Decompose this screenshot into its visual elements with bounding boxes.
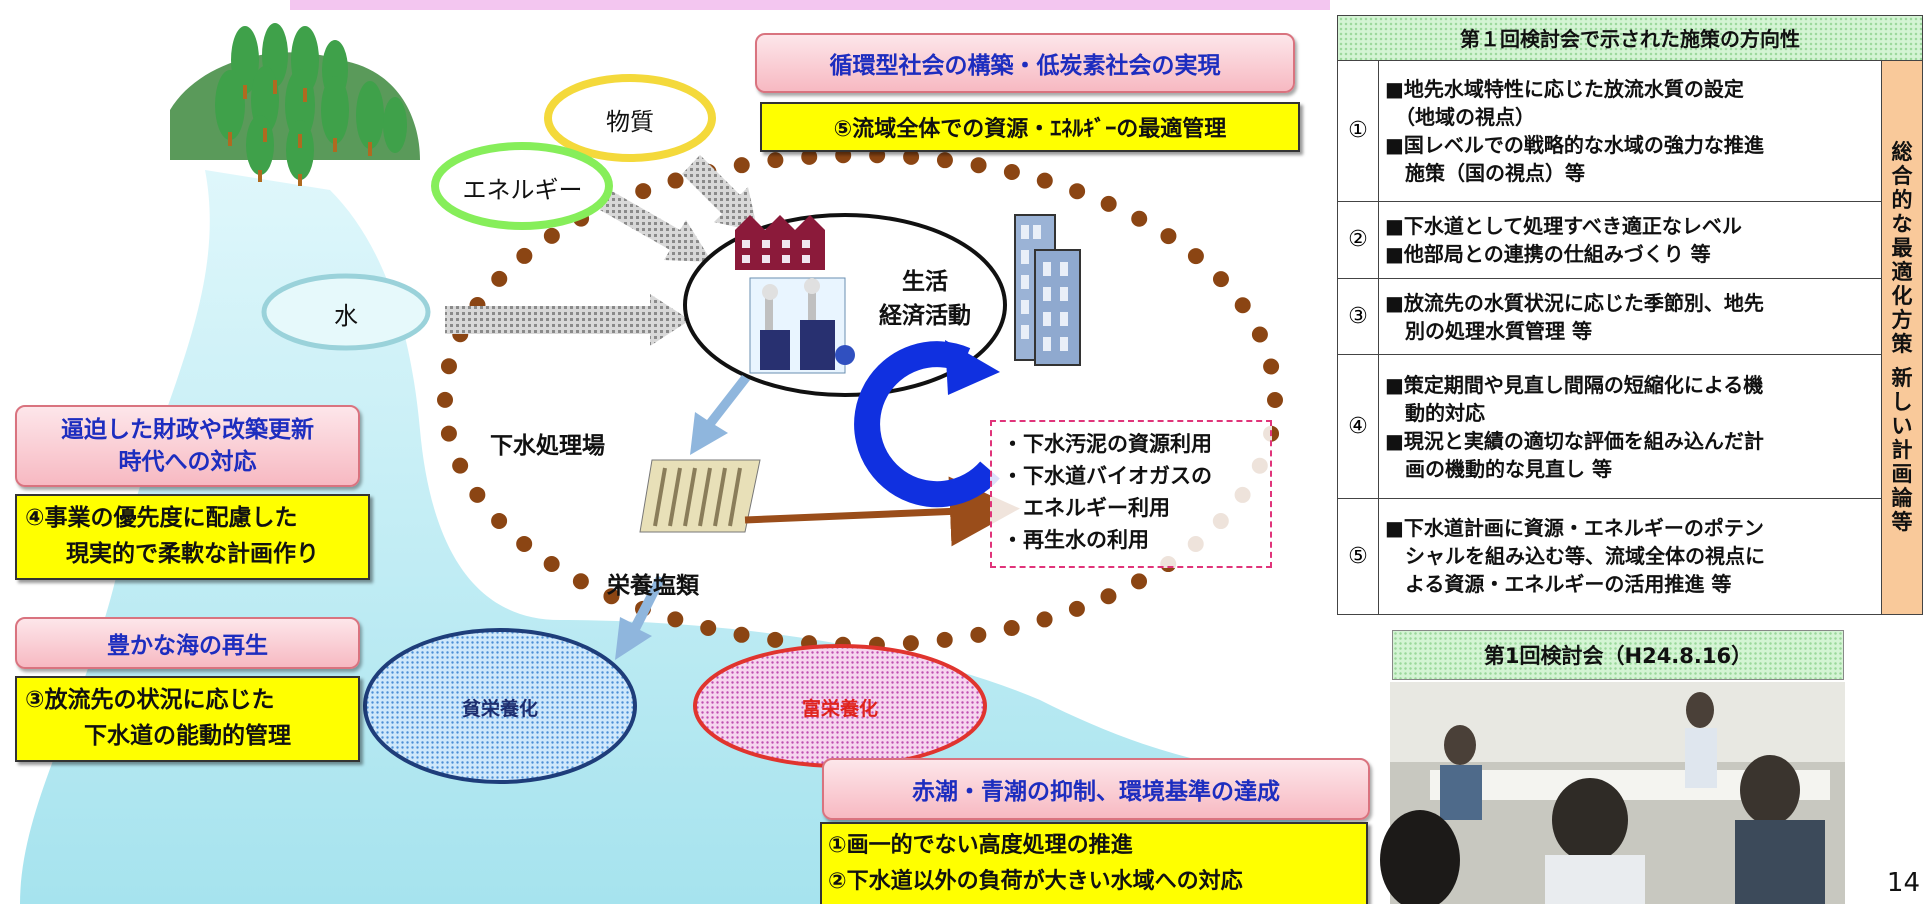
wastewater-arrow [690,375,750,455]
material-arrow [682,155,758,232]
eutrophication-label: 富栄養化 [801,698,878,720]
table-header: 第１回検討会で示された施策の方向性 [1337,15,1923,61]
row-number: ① [1337,59,1379,202]
treatment-plant-label: 下水処理場 [490,433,605,459]
table-row: ■地先水域特性に応じた放流水質の設定 （地域の視点） ■国レベルでの戦略的な水域… [1378,59,1882,202]
oligotrophication-label: 貧栄養化 [461,698,538,720]
nutrients-label: 栄養塩類 [607,573,699,599]
water-oval [261,273,431,351]
resource-item: ・下水汚泥の資源利用 [1002,432,1212,456]
row-item: シャルを組み込む等、流域全体の視点に [1385,544,1765,569]
row-item: ■国レベルでの戦略的な水域の強力な推進 [1385,132,1764,157]
input-arrows [445,155,758,346]
row-number: ⑤ [1337,497,1379,616]
sea-callout-title: 豊かな海の再生 [15,617,360,669]
finance-item-line: 現実的で柔軟な計画作り [66,541,319,567]
row-item: （地域の視点） [1385,104,1535,129]
oligotrophication-area [363,628,637,784]
material-label: 物質 [606,108,654,136]
resource-item: ・再生水の利用 [1002,528,1149,552]
row-number: ③ [1337,277,1379,356]
factory-icon [749,277,855,374]
energy-label: エネルギー [462,176,583,204]
row-item: ■策定期間や見直し間隔の短縮化による機 [1385,372,1764,397]
finance-title-line: 時代への対応 [118,449,257,475]
meeting-photo [1380,682,1845,904]
buildings-icon [1014,214,1081,366]
sea-item-line: 下水道の能動的管理 [84,723,291,749]
houses-icon [735,215,825,270]
circular-society-item: ⑤流域全体での資源・ｴﾈﾙｷﾞｰの最適管理 [760,102,1300,152]
living-label: 生活 [902,269,948,295]
finance-callout-title: 逼迫した財政や改築更新 時代への対応 [15,405,360,487]
resource-arrow [744,476,1020,547]
row-number: ② [1337,200,1379,279]
finance-item-line: ④事業の優先度に配慮した [25,505,298,531]
circular-society-title: 循環型社会の構築・低炭素社会の実現 [755,33,1295,93]
row-item: ■地先水域特性に応じた放流水質の設定 [1385,76,1744,101]
table-row: ■下水道として処理すべき適正なレベル ■他部局との連携の仕組みづくり 等 [1378,200,1882,279]
top-strip [290,0,1330,10]
side-label: 総合的な最適化方策新しい計画論等 [1881,59,1923,616]
row-item: ■他部局との連携の仕組みづくり 等 [1385,241,1711,266]
redtide-callout-title: 赤潮・青潮の抑制、環境基準の達成 [822,758,1370,820]
row-item: ■現況と実績の適切な評価を組み込んだ計 [1385,428,1764,453]
row-item: 画の機動的な見直し 等 [1385,456,1612,481]
resource-utilization-box: ・下水汚泥の資源利用 ・下水道バイオガスの エネルギー利用 ・再生水の利用 [990,420,1272,568]
energy-arrow [600,190,712,262]
resource-item: ・下水道バイオガスの [1002,464,1212,488]
row-item: 動的対応 [1385,400,1485,425]
row-item: 施策（国の視点）等 [1385,160,1585,185]
treatment-plant-icon [639,459,761,533]
finance-title-line: 逼迫した財政や改築更新 [61,417,314,443]
water-label: 水 [334,302,358,330]
table-row: ■下水道計画に資源・エネルギーのポテン シャルを組み込む等、流域全体の視点に よ… [1378,497,1882,616]
material-oval [544,74,716,162]
row-item: ■下水道として処理すべき適正なレベル [1385,213,1742,238]
economic-activity-label: 経済活動 [879,303,971,329]
energy-oval [431,142,613,230]
table-row: ■策定期間や見直し間隔の短縮化による機 動的対応 ■現況と実績の適切な評価を組み… [1378,354,1882,499]
nutrient-arrow [615,575,665,660]
redtide-item-line: ①画一的でない高度処理の推進 [828,833,1133,858]
recycle-arrow [854,340,1000,508]
water-arrow [445,294,690,346]
resource-item: エネルギー利用 [1002,496,1170,520]
page-number: 14 [1886,868,1920,898]
watershed-dotted-boundary [437,147,1283,653]
row-number: ④ [1337,354,1379,499]
row-item: ■放流先の水質状況に応じた季節別、地先 [1385,290,1764,315]
row-item: 別の処理水質管理 等 [1385,318,1592,343]
sea-callout-item: ③放流先の状況に応じた 下水道の能動的管理 [15,676,360,762]
sea-item-line: ③放流先の状況に応じた [25,687,275,713]
redtide-callout-item: ①画一的でない高度処理の推進 ②下水道以外の負荷が大きい水域への対応 [820,822,1368,904]
forest-icon [170,23,420,186]
redtide-item-line: ②下水道以外の負荷が大きい水域への対応 [828,869,1243,894]
meeting-caption: 第1回検討会（H24.8.16） [1392,630,1844,680]
row-item: ■下水道計画に資源・エネルギーのポテン [1385,516,1764,541]
table-row: ■放流先の水質状況に応じた季節別、地先 別の処理水質管理 等 [1378,277,1882,356]
finance-callout-item: ④事業の優先度に配慮した 現実的で柔軟な計画作り [15,494,370,580]
policy-direction-table: 第１回検討会で示された施策の方向性 ① ■地先水域特性に応じた放流水質の設定 （… [1337,15,1923,616]
row-item: よる資源・エネルギーの活用推進 等 [1385,572,1732,597]
